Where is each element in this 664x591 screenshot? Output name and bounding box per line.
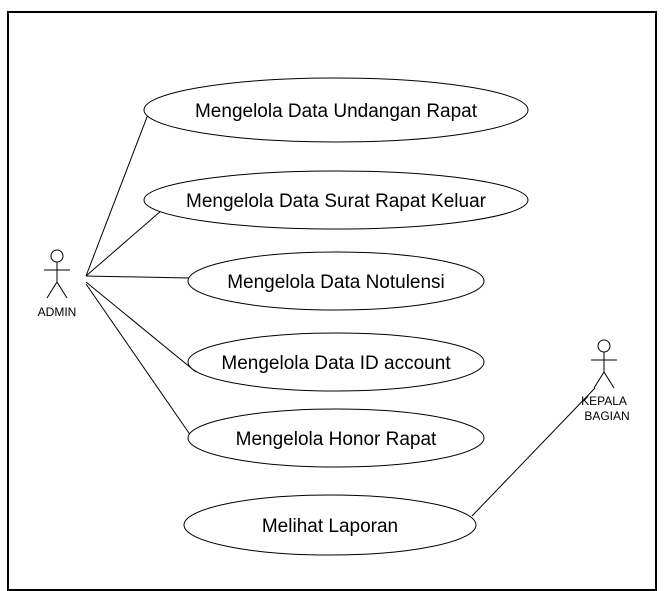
actor-kepala-bagian[interactable]: KEPALA BAGIAN [581,339,630,423]
actor-right-leg [56,281,68,299]
association-line-notulensi [85,275,190,279]
association-lines [85,103,596,517]
stick-figure-icon [44,249,70,299]
association-line-laporan [471,387,596,517]
use-case-undangan[interactable]: Mengelola Data Undangan Rapat [143,77,529,143]
use-case-honor[interactable]: Mengelola Honor Rapat [187,408,485,468]
use-case-label: Mengelola Data ID account [221,353,451,374]
actor-label-line-2: BAGIAN [584,409,629,423]
use-case-ellipse[interactable] [143,170,529,230]
association-line-id-account [85,281,197,373]
actor-admin[interactable]: ADMIN [38,249,77,319]
use-case-surat-keluar[interactable]: Mengelola Data Surat Rapat Keluar [143,170,529,230]
use-case-ellipse[interactable] [143,77,529,143]
actor-left-leg [46,281,58,299]
actor-left-leg [593,371,605,389]
use-case-id-account[interactable]: Mengelola Data ID account [187,332,485,392]
use-case-ellipse[interactable] [183,494,477,556]
actor-head [50,249,64,263]
use-case-notulensi[interactable]: Mengelola Data Notulensi [187,251,485,311]
use-case-label: Mengelola Data Surat Rapat Keluar [186,191,487,212]
use-case-ellipse[interactable] [187,408,485,468]
use-case-label: Melihat Laporan [262,516,398,537]
use-case-laporan[interactable]: Melihat Laporan [183,494,477,556]
use-case-label: Mengelola Data Notulensi [227,272,445,293]
association-line-surat-keluar [85,209,163,277]
use-case-label: Mengelola Data Undangan Rapat [195,101,478,122]
association-line-honor [85,283,192,437]
use-case-ellipse[interactable] [187,332,485,392]
actor-right-leg [603,371,615,389]
actor-label-line-1: KEPALA [581,394,627,408]
association-line-undangan [85,103,153,277]
stick-figure-icon [591,339,617,389]
actor-head [597,339,611,353]
use-case-label: Mengelola Honor Rapat [236,429,437,450]
actor-label: ADMIN [38,305,77,319]
use-case-ellipse[interactable] [187,251,485,311]
